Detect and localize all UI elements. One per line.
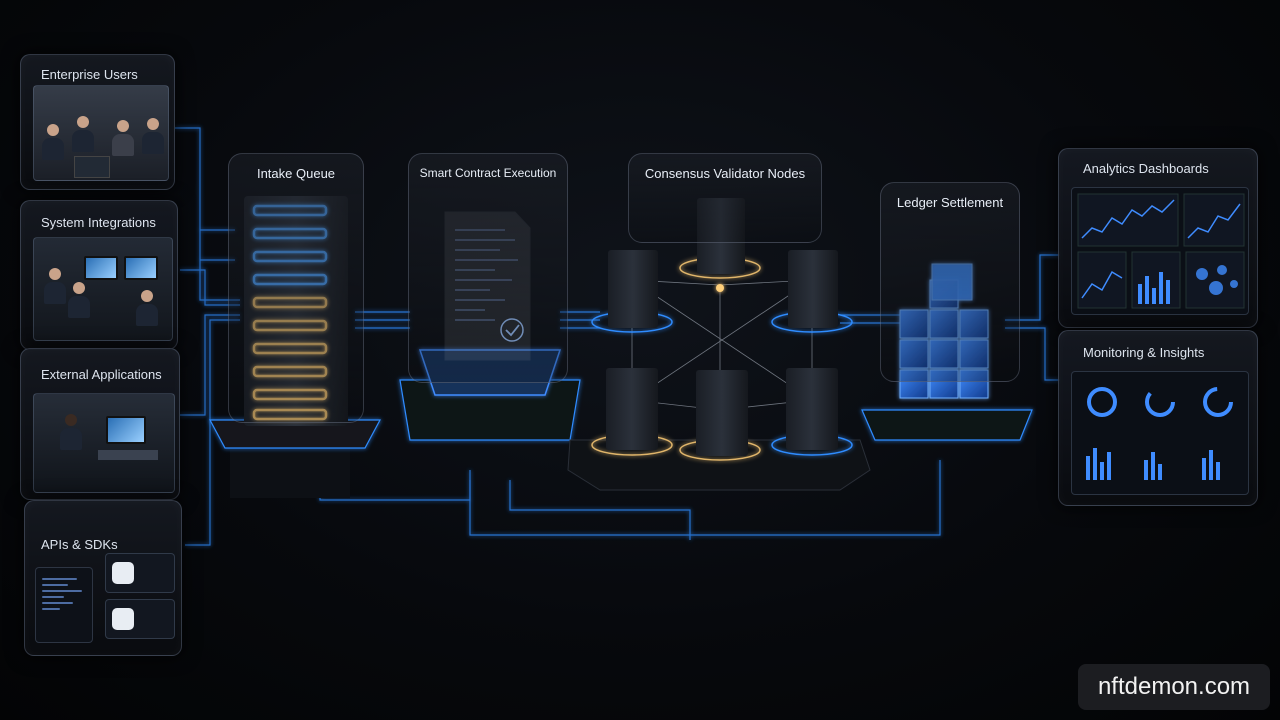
system-integrations-photo xyxy=(33,237,173,341)
analytics-charts xyxy=(1077,193,1245,309)
apis-code-editor xyxy=(35,567,93,643)
panel-title-apis-sdks: APIs & SDKs xyxy=(41,537,118,552)
enterprise-users-photo xyxy=(33,85,169,181)
panel-title-enterprise-users: Enterprise Users xyxy=(41,67,138,82)
validator-network xyxy=(567,198,871,491)
stage-title-ledger-settlement: Ledger Settlement xyxy=(896,195,1004,210)
stage-consensus-validator-nodes: Consensus Validator Nodes xyxy=(628,153,822,243)
sdk-cloud-tile xyxy=(105,553,175,593)
stage-title-intake-queue: Intake Queue xyxy=(256,166,336,181)
panel-title-external-applications: External Applications xyxy=(41,367,162,382)
input-wires xyxy=(175,127,240,546)
panel-title-monitoring-insights: Monitoring & Insights xyxy=(1083,345,1205,360)
stage-title-consensus-validator-nodes: Consensus Validator Nodes xyxy=(644,166,806,181)
panel-apis-sdks: APIs & SDKs xyxy=(24,500,182,656)
panel-system-integrations: System Integrations xyxy=(20,200,178,350)
panel-title-system-integrations: System Integrations xyxy=(41,215,156,230)
stage-ledger-settlement: Ledger Settlement xyxy=(880,182,1020,382)
package-icon xyxy=(112,608,134,630)
monitoring-charts xyxy=(1086,387,1233,480)
panel-enterprise-users: Enterprise Users xyxy=(20,54,175,190)
monitoring-dashboard-screen xyxy=(1071,371,1249,495)
stage-intake-queue: Intake Queue xyxy=(228,153,364,423)
cloud-icon xyxy=(112,562,134,584)
external-applications-photo xyxy=(33,393,175,493)
panel-analytics-dashboards: Analytics Dashboards xyxy=(1058,148,1258,328)
panel-monitoring-insights: Monitoring & Insights xyxy=(1058,330,1258,506)
sdk-package-tile xyxy=(105,599,175,639)
panel-title-analytics-dashboards: Analytics Dashboards xyxy=(1083,161,1209,176)
panel-external-applications: External Applications xyxy=(20,348,180,500)
stage-smart-contract-execution: Smart Contract Execution xyxy=(408,153,568,383)
analytics-dashboard-screen xyxy=(1071,187,1249,315)
watermark-badge: nftdemon.com xyxy=(1078,664,1270,710)
stage-title-smart-contract-execution: Smart Contract Execution xyxy=(419,166,557,180)
